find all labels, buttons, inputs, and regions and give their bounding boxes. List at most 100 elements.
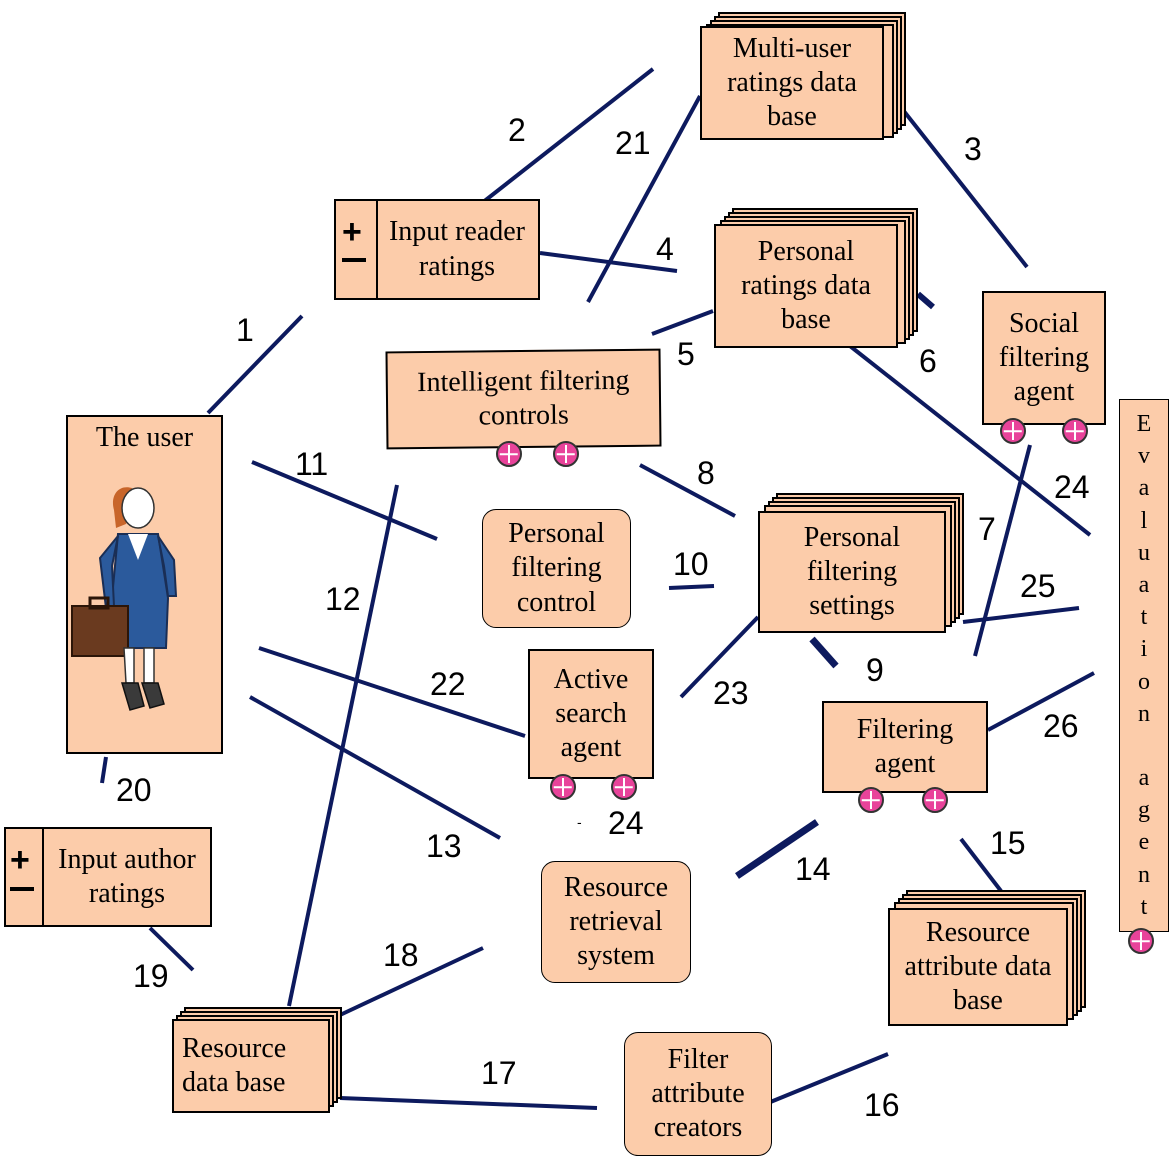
resource-retrieval-system: Resource retrieval system — [541, 861, 691, 983]
connection-label: 22 — [430, 666, 466, 702]
filtering-agent: Filtering agent — [822, 701, 988, 793]
connector-8 — [639, 463, 736, 518]
connector-9 — [809, 636, 839, 669]
evaluation-agent-char: t — [1140, 893, 1148, 920]
connection-label: 12 — [325, 581, 361, 617]
dash-mark: - — [577, 814, 582, 830]
connection-label: 7 — [978, 511, 996, 547]
connector-15 — [959, 837, 1003, 893]
connector-5 — [651, 309, 714, 336]
connector-2 — [471, 67, 655, 212]
evaluation-agent-char: l — [1140, 507, 1148, 534]
social-filtering-agent: Social filtering agent — [982, 291, 1106, 425]
evaluation-agent: E v a l u a t i o n a g e n t — [1119, 399, 1169, 932]
intelligent-filtering-controls: Intelligent filtering controls — [385, 348, 662, 450]
connection-label: 15 — [990, 825, 1026, 861]
wheel-icon — [858, 787, 884, 813]
evaluation-agent-char: a — [1138, 765, 1150, 792]
connection-label: 5 — [677, 336, 695, 372]
personal-filtering-settings: Personal filtering settings — [758, 511, 946, 633]
evaluation-agent-char — [1141, 730, 1147, 762]
evaluation-agent-char: n — [1138, 861, 1150, 888]
connector-11 — [251, 460, 438, 541]
connection-label: 25 — [1020, 568, 1056, 604]
connection-label: 19 — [133, 958, 169, 994]
evaluation-agent-char: a — [1138, 475, 1150, 502]
connector-10 — [668, 584, 715, 590]
connector-16 — [767, 1052, 889, 1105]
connector-4 — [539, 251, 678, 273]
connector-18 — [339, 946, 484, 1017]
connector-23 — [679, 615, 760, 699]
woman-with-briefcase-icon — [71, 487, 178, 711]
connector-12 — [287, 484, 399, 1007]
connection-label: 24 — [1054, 469, 1090, 505]
connection-label: 2 — [508, 112, 526, 148]
wheel-icon — [611, 774, 637, 800]
connection-label: 11 — [295, 446, 329, 482]
connection-label: 23 — [713, 675, 749, 711]
connection-label: 16 — [864, 1087, 900, 1123]
input-reader-ratings: Input reader ratings — [334, 199, 540, 300]
wheel-icon — [1128, 928, 1154, 954]
evaluation-agent-char: n — [1138, 700, 1150, 727]
input-author-ratings-label: Input author ratings — [58, 843, 196, 909]
connector-24a — [848, 344, 1092, 537]
connection-label: 20 — [116, 772, 152, 808]
evaluation-agent-char: g — [1138, 797, 1150, 824]
evaluation-agent-char: t — [1140, 604, 1148, 631]
wheel-icon — [550, 774, 576, 800]
connection-label: 14 — [795, 851, 831, 887]
connector-17 — [339, 1096, 598, 1110]
plus-minus-icon: + — [336, 201, 378, 298]
connector-3 — [901, 108, 1029, 269]
connection-label: 26 — [1043, 708, 1079, 744]
connection-label: 17 — [481, 1055, 517, 1091]
personal-filtering-control: Personal filtering control — [482, 509, 631, 628]
input-reader-ratings-label: Input reader ratings — [388, 216, 526, 282]
connector-25 — [962, 606, 1080, 624]
connection-label: 1 — [236, 312, 254, 348]
evaluation-agent-char: e — [1138, 829, 1150, 856]
connection-label: 10 — [673, 546, 709, 582]
evaluation-agent-char: o — [1138, 668, 1150, 695]
connector-7 — [973, 444, 1032, 657]
connection-label: 8 — [697, 455, 715, 491]
plus-minus-icon: + — [6, 829, 44, 925]
multi-user-ratings-database: Multi-user ratings data base — [700, 26, 884, 140]
input-author-ratings: Input author ratings — [4, 827, 212, 927]
resource-attribute-database: Resource attribute data base — [888, 908, 1068, 1026]
connection-label: 4 — [656, 231, 674, 267]
connection-label: 18 — [383, 937, 419, 973]
connector-21 — [586, 95, 702, 303]
evaluation-agent-char: a — [1138, 571, 1150, 598]
connection-label: 6 — [919, 343, 937, 379]
wheel-icon — [496, 441, 522, 467]
personal-ratings-database: Personal ratings data base — [714, 224, 898, 348]
connector-6 — [916, 291, 935, 310]
the-user-label: The user — [95, 422, 194, 453]
wheel-icon — [553, 441, 579, 467]
evaluation-agent-char: E — [1136, 411, 1152, 437]
active-search-agent: Active search agent — [528, 649, 654, 779]
evaluation-agent-char: v — [1138, 443, 1150, 470]
connector-26 — [987, 671, 1095, 732]
connector-19 — [148, 926, 195, 972]
evaluation-agent-char: i — [1140, 636, 1148, 663]
resource-database: Resource data base — [172, 1019, 330, 1113]
wheel-icon — [1000, 418, 1026, 444]
connector-1 — [206, 314, 304, 415]
evaluation-agent-char: u — [1138, 539, 1150, 566]
connection-label: 3 — [964, 131, 982, 167]
filter-attribute-creators: Filter attribute creators — [624, 1032, 772, 1156]
connection-label: 24 — [608, 805, 644, 841]
connector-20 — [100, 756, 108, 784]
connector-13 — [249, 695, 501, 840]
connection-label: 13 — [426, 828, 462, 864]
connection-label: 21 — [615, 125, 651, 161]
connector-22 — [258, 646, 526, 738]
wheel-icon — [1062, 418, 1088, 444]
wheel-icon — [922, 787, 948, 813]
connector-14 — [735, 819, 819, 879]
